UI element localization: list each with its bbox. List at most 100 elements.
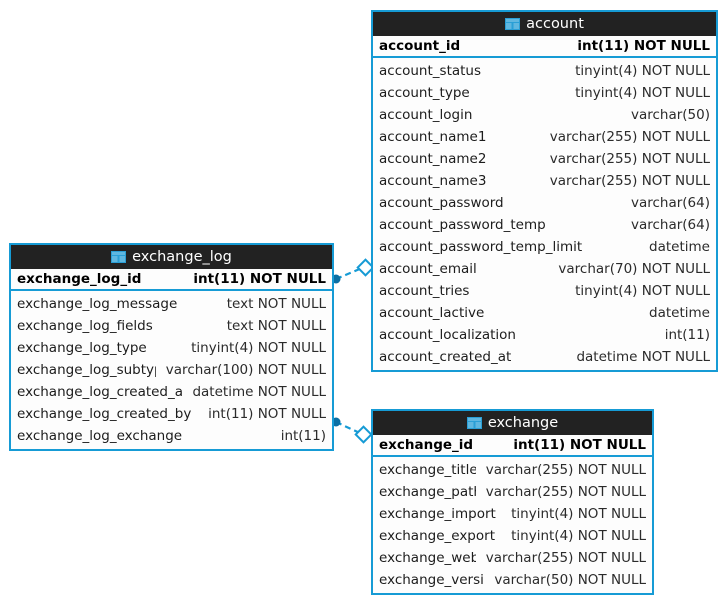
column-name: exchange_log_created_by	[17, 406, 192, 422]
column-type: tinyint(4) NOT NULL	[511, 506, 646, 522]
table-row: account_name2 varchar(255) NOT NULL	[373, 148, 716, 170]
column-name: account_lactive	[379, 305, 485, 321]
table-row: exchange_title varchar(255) NOT NULL	[373, 459, 652, 481]
table-row: exchange_log_created_at datetime NOT NUL…	[11, 381, 332, 403]
entity-header-exchange-log: exchange_log	[11, 245, 332, 269]
primary-key-row: exchange_id int(11) NOT NULL	[373, 435, 652, 457]
column-name: exchange_log_created_at	[17, 384, 183, 400]
column-type: varchar(255) NOT NULL	[549, 173, 710, 189]
column-name: account_tries	[379, 283, 470, 299]
entity-table-account[interactable]: account account_id int(11) NOT NULL acco…	[371, 10, 718, 372]
column-name: account_password_temp	[379, 217, 546, 233]
column-type: varchar(70) NOT NULL	[558, 261, 710, 277]
column-name: account_name3	[379, 173, 487, 189]
relationship-exchange-log-to-account	[331, 258, 375, 284]
column-name: account_password	[379, 195, 504, 211]
table-row: account_status tinyint(4) NOT NULL	[373, 60, 716, 82]
column-type: varchar(50) NOT NULL	[494, 572, 646, 588]
table-row: exchange_path varchar(255) NOT NULL	[373, 481, 652, 503]
column-name: exchange_log_fields	[17, 318, 153, 334]
table-row: account_tries tinyint(4) NOT NULL	[373, 280, 716, 302]
primary-key-row: account_id int(11) NOT NULL	[373, 36, 716, 58]
column-type: varchar(255) NOT NULL	[485, 484, 646, 500]
table-row: exchange_log_exchange int(11)	[11, 425, 332, 447]
table-row: exchange_website varchar(255) NOT NULL	[373, 547, 652, 569]
column-type: text NOT NULL	[226, 318, 326, 334]
table-row: account_lactive datetime	[373, 302, 716, 324]
column-type: tinyint(4) NOT NULL	[575, 63, 710, 79]
column-name: exchange_title	[379, 462, 476, 478]
column-list: exchange_log_message text NOT NULL excha…	[11, 291, 332, 449]
column-type: int(11)	[280, 428, 326, 444]
entity-table-exchange[interactable]: exchange exchange_id int(11) NOT NULL ex…	[371, 409, 654, 595]
entity-title: exchange	[487, 415, 559, 431]
table-icon	[505, 18, 521, 30]
table-row: account_name1 varchar(255) NOT NULL	[373, 126, 716, 148]
column-type: datetime NOT NULL	[576, 349, 710, 365]
column-list: exchange_title varchar(255) NOT NULL exc…	[373, 457, 652, 593]
column-type: int(11) NOT NULL	[208, 406, 326, 422]
entity-header-exchange: exchange	[373, 411, 652, 435]
column-name: account_id	[379, 38, 461, 54]
column-name: account_localization	[379, 327, 516, 343]
column-name: account_email	[379, 261, 477, 277]
column-type: varchar(64)	[630, 217, 710, 233]
table-row: account_name3 varchar(255) NOT NULL	[373, 170, 716, 192]
table-row: exchange_log_message text NOT NULL	[11, 293, 332, 315]
column-name: exchange_log_exchange	[17, 428, 183, 444]
relationship-target-marker	[354, 425, 373, 444]
column-type: datetime	[649, 305, 710, 321]
column-name: account_status	[379, 63, 482, 79]
column-name: exchange_path	[379, 484, 476, 500]
table-row: exchange_export tinyint(4) NOT NULL	[373, 525, 652, 547]
table-row: account_type tinyint(4) NOT NULL	[373, 82, 716, 104]
column-name: exchange_version	[379, 572, 484, 588]
column-type: varchar(100) NOT NULL	[165, 362, 326, 378]
table-row: account_localization int(11)	[373, 324, 716, 346]
primary-key-row: exchange_log_id int(11) NOT NULL	[11, 269, 332, 291]
table-icon	[466, 417, 482, 429]
column-type: tinyint(4) NOT NULL	[511, 528, 646, 544]
column-type: tinyint(4) NOT NULL	[575, 85, 710, 101]
column-type: varchar(64)	[630, 195, 710, 211]
column-name: account_name2	[379, 151, 487, 167]
relationship-line	[335, 421, 363, 435]
column-name: account_name1	[379, 129, 487, 145]
column-name: account_password_temp_limit	[379, 239, 583, 255]
relationship-exchange-log-to-exchange	[331, 417, 373, 444]
column-type: varchar(255) NOT NULL	[485, 550, 646, 566]
column-type: datetime	[649, 239, 710, 255]
column-type: int(11) NOT NULL	[577, 38, 710, 54]
column-type: tinyint(4) NOT NULL	[191, 340, 326, 356]
column-type: varchar(255) NOT NULL	[549, 129, 710, 145]
column-name: exchange_export	[379, 528, 495, 544]
table-row: account_password varchar(64)	[373, 192, 716, 214]
column-type: int(11) NOT NULL	[193, 271, 326, 287]
table-row: account_password_temp varchar(64)	[373, 214, 716, 236]
table-row: account_created_at datetime NOT NULL	[373, 346, 716, 368]
column-type: varchar(255) NOT NULL	[549, 151, 710, 167]
column-type: varchar(50)	[630, 107, 710, 123]
column-type: datetime NOT NULL	[192, 384, 326, 400]
column-name: exchange_log_subtype	[17, 362, 156, 378]
column-name: exchange_log_message	[17, 296, 178, 312]
column-name: account_created_at	[379, 349, 512, 365]
entity-table-exchange-log[interactable]: exchange_log exchange_log_id int(11) NOT…	[9, 243, 334, 451]
column-type: tinyint(4) NOT NULL	[575, 283, 710, 299]
entity-title: account	[526, 16, 584, 32]
column-name: exchange_log_id	[17, 271, 142, 287]
column-name: account_login	[379, 107, 473, 123]
relationship-line	[335, 266, 363, 281]
table-row: exchange_log_created_by int(11) NOT NULL	[11, 403, 332, 425]
table-row: exchange_version varchar(50) NOT NULL	[373, 569, 652, 591]
table-row: account_password_temp_limit datetime	[373, 236, 716, 258]
table-row: account_login varchar(50)	[373, 104, 716, 126]
column-type: text NOT NULL	[226, 296, 326, 312]
table-row: exchange_log_fields text NOT NULL	[11, 315, 332, 337]
table-row: account_email varchar(70) NOT NULL	[373, 258, 716, 280]
entity-header-account: account	[373, 12, 716, 36]
table-row: exchange_log_subtype varchar(100) NOT NU…	[11, 359, 332, 381]
table-icon	[111, 251, 127, 263]
column-type: int(11)	[664, 327, 710, 343]
column-name: exchange_log_type	[17, 340, 147, 356]
